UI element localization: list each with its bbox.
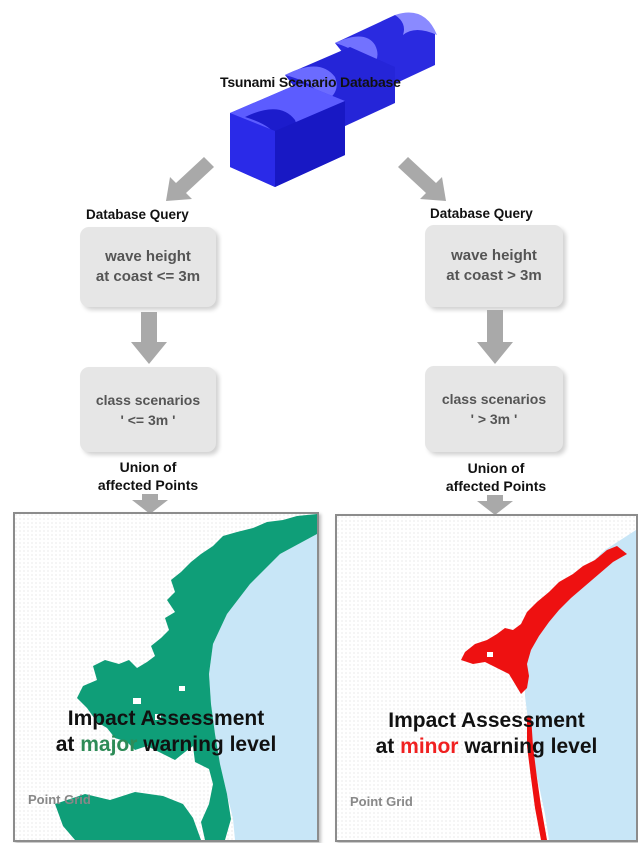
impact-post-minor: warning level (458, 735, 598, 758)
point-grid-label-right: Point Grid (350, 794, 413, 809)
arrow-down-left-2 (132, 494, 168, 514)
impact-post-major: warning level (137, 733, 277, 756)
impact-level-line-minor: at minor warning level (337, 734, 636, 760)
affected-area-major (77, 514, 317, 840)
impact-level-major: major (80, 733, 138, 756)
union-label-left: Union of affected Points (97, 459, 199, 493)
union-label-right: Union of affected Points (445, 460, 547, 494)
database-title: Tsunami Scenario Database (220, 74, 401, 90)
database-icon (230, 12, 437, 187)
query-box-right-text: wave height at coast > 3m (446, 247, 542, 284)
class-box-right-text: class scenarios ' > 3m ' (441, 391, 547, 427)
point-grid-label-left: Point Grid (28, 792, 91, 807)
impact-level-line-major: at major warning level (15, 732, 317, 758)
impact-text-minor: Impact Assessment at minor warning level (337, 708, 636, 760)
arrow-down-left-1 (131, 312, 167, 364)
impact-title-major: Impact Assessment (67, 707, 265, 730)
query-box-right: wave height at coast > 3m (425, 225, 563, 307)
query-box-left: wave height at coast <= 3m (80, 227, 216, 307)
impact-text-major: Impact Assessment at major warning level (15, 706, 317, 758)
arrow-down-right-1 (477, 310, 513, 364)
sea-area (209, 534, 317, 840)
arrow-left-down (166, 157, 214, 201)
impact-pre-major: at (55, 733, 81, 756)
arrow-right-down (398, 157, 446, 201)
impact-title-minor: Impact Assessment (388, 709, 585, 732)
impact-pre-minor: at (375, 735, 401, 758)
query-label-right: Database Query (430, 206, 533, 221)
query-label-left: Database Query (86, 207, 189, 222)
impact-map-major: Impact Assessment at major warning level… (13, 512, 319, 842)
arrow-down-right-2 (477, 495, 513, 515)
class-box-right: class scenarios ' > 3m ' (425, 366, 563, 452)
impact-map-minor: Impact Assessment at minor warning level… (335, 514, 638, 842)
query-box-left-text: wave height at coast <= 3m (95, 248, 201, 285)
affected-area-minor (461, 546, 627, 694)
class-box-left-text: class scenarios ' <= 3m ' (95, 391, 201, 428)
class-box-left: class scenarios ' <= 3m ' (80, 367, 216, 452)
impact-level-minor: minor (400, 735, 459, 758)
